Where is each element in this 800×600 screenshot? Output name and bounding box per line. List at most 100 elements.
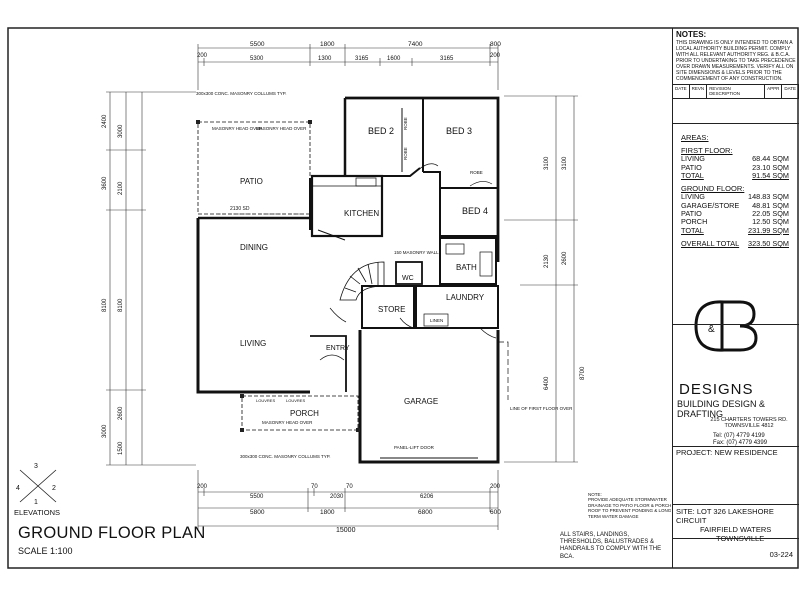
dimension-lines-left [106, 91, 196, 466]
company-phone: Tel: (07) 4779 4199 Fax: (07) 4779 4399 [713, 433, 768, 446]
elev-num-4: 4 [16, 485, 20, 492]
dim-bot-7: 200 [490, 484, 501, 490]
drainage-note-text: PROVIDE ADEQUATE STORMWATER DRAINAGE TO … [588, 497, 672, 519]
label-robe-2: ROBE [403, 147, 408, 160]
room-bed4: BED 4 [462, 206, 488, 216]
dim-bot-9: 1800 [320, 509, 335, 516]
dim-top-7: 1300 [318, 56, 332, 62]
dim-bot-1: 200 [197, 484, 208, 490]
site-address: SITE: LOT 326 LAKESHORE CIRCUIT FAIRFIEL… [673, 504, 799, 543]
note-masonry-head-1: MASONRY HEAD OVER [212, 126, 263, 131]
room-kitchen: KITCHEN [344, 209, 379, 218]
room-dining: DINING [240, 243, 268, 252]
note-opening-2130: 2130 SD [230, 206, 250, 212]
notes-text: THIS DRAWING IS ONLY INTENDED TO OBTAIN … [676, 40, 796, 83]
logo-mark [694, 300, 758, 352]
dim-left-4: 3000 [102, 424, 108, 438]
elev-num-1: 1 [34, 499, 38, 506]
dim-right-1: 3100 [562, 156, 568, 170]
dim-bot-total: 15000 [336, 527, 356, 534]
dim-top-10: 3165 [440, 56, 454, 62]
dim-right-5: 2130 [544, 254, 550, 268]
room-patio: PATIO [240, 177, 263, 186]
dim-right-3: 8700 [580, 366, 586, 380]
dim-top-9: 1600 [387, 56, 401, 62]
sheet-info: 03-224 [673, 538, 799, 569]
job-number: 03-224 [769, 550, 793, 559]
drawing-scale: SCALE 1:100 [18, 546, 73, 556]
dim-left-3: 8100 [102, 298, 108, 312]
dimension-lines-bottom [197, 470, 499, 530]
sheet-border [7, 27, 799, 569]
dim-left-7: 8100 [118, 298, 124, 312]
room-living: LIVING [240, 339, 266, 348]
room-bed3: BED 3 [446, 126, 472, 136]
dim-right-2: 2600 [562, 251, 568, 265]
dim-bot-10: 6800 [418, 509, 433, 516]
note-louvres-1: LOUVRES [256, 398, 275, 403]
rev-col-appr: APPR [765, 85, 783, 98]
dim-left-1: 2400 [102, 114, 108, 128]
dim-right-4: 3100 [544, 156, 550, 170]
logo-ampersand: & [708, 324, 715, 335]
dim-bot-5: 70 [346, 484, 353, 490]
dim-left-9: 1500 [118, 441, 124, 455]
note-masonry-head-3: MASONRY HEAD OVER [262, 420, 313, 425]
revision-table: DATE REVN REVISION DESCRIPTION APPR DATE [673, 84, 799, 125]
notes-heading: NOTES: [676, 30, 707, 39]
dim-top-4: 800 [490, 41, 501, 48]
dimension-lines-right [504, 95, 578, 463]
dim-top-2: 1800 [320, 41, 335, 48]
dim-left-6: 2100 [118, 181, 124, 195]
elevations-label: ELEVATIONS [14, 508, 60, 517]
dim-bot-3: 70 [311, 484, 318, 490]
drainage-note: NOTE: PROVIDE ADEQUATE STORMWATER DRAINA… [588, 492, 672, 526]
company-tagline: BUILDING DESIGN & DRAFTING [677, 399, 766, 420]
company-name: DESIGNS [679, 381, 754, 398]
ground-floor-heading: GROUND FLOOR: [681, 183, 745, 193]
room-wc: WC [402, 275, 414, 282]
note-collums-top: 300x300 CONC. MASONRY COLLUMS TYP. [196, 91, 286, 96]
note-masonry-head-2: MASONRY HEAD OVER [256, 126, 307, 131]
room-store: STORE [378, 305, 405, 314]
label-robe-1: ROBE [403, 117, 408, 130]
dim-right-6: 6400 [544, 376, 550, 390]
dim-top-8: 3165 [355, 56, 369, 62]
rev-col-desc: REVISION DESCRIPTION [707, 85, 766, 98]
elevation-compass [19, 469, 57, 503]
rev-col-date: DATE [673, 85, 690, 98]
columns [196, 120, 360, 432]
room-entry: ENTRY [326, 345, 350, 352]
room-garage: GARAGE [404, 397, 438, 406]
dim-bot-8: 5800 [250, 509, 265, 516]
dim-top-5: 200 [197, 53, 208, 59]
room-bath: BATH [456, 263, 477, 272]
rev-col-revn: REVN [690, 85, 708, 98]
note-louvres-2: LOUVRES [286, 398, 305, 403]
note-collums-bottom: 300x300 CONC. MASONRY COLLUMS TYP. [240, 454, 330, 459]
dim-bot-4: 2030 [330, 494, 344, 500]
drainage-note-heading: NOTE: [588, 492, 602, 497]
elev-num-2: 2 [52, 485, 56, 492]
title-block: NOTES: THIS DRAWING IS ONLY INTENDED TO … [672, 28, 799, 568]
building-walls [196, 96, 509, 464]
stairs-note: ALL STAIRS, LANDINGS, THRESHOLDS, BALUST… [560, 532, 662, 560]
dim-left-8: 2600 [118, 406, 124, 420]
dim-top-1: 5500 [250, 41, 265, 48]
room-porch: PORCH [290, 409, 319, 418]
dim-bot-6: 6206 [420, 494, 434, 500]
project-name: PROJECT: NEW RESIDENCE [673, 446, 799, 502]
label-linen: LINEN [430, 318, 443, 323]
